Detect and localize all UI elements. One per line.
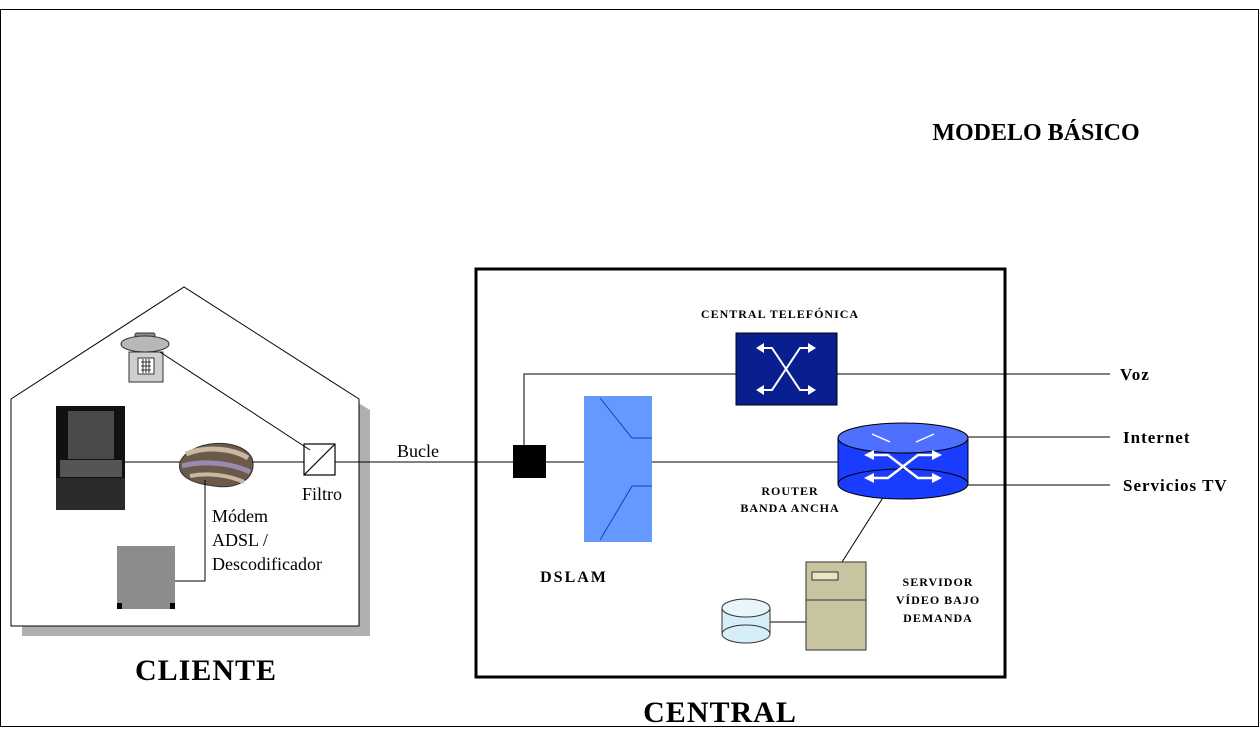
output-voice-label: Voz — [1120, 365, 1150, 384]
modem-label-line2: ADSL / — [212, 530, 268, 550]
filter-label: Filtro — [302, 484, 342, 504]
page-title: MODELO BÁSICO — [932, 120, 1139, 146]
decoder-box-icon — [117, 546, 175, 609]
modem-icon — [179, 443, 254, 488]
central-box — [474, 267, 1007, 679]
disk-storage-icon — [721, 598, 771, 644]
central-label: CENTRAL — [643, 696, 797, 727]
client-label: CLIENTE — [135, 654, 277, 687]
dslam-icon — [584, 396, 652, 542]
dslam-label: DSLAM — [540, 569, 608, 586]
switch-icon — [735, 332, 838, 406]
output-tv-label: Servicios TV — [1123, 476, 1228, 495]
server-label-line2: VÍDEO BAJO — [896, 593, 980, 607]
server-label-line3: DEMANDA — [903, 611, 973, 625]
router-icon — [837, 422, 969, 500]
loop-label: Bucle — [397, 441, 439, 461]
telephone-icon — [120, 332, 170, 383]
server-icon — [805, 561, 867, 651]
central-wiring — [523, 373, 1110, 623]
router-label-line1: ROUTER — [761, 484, 818, 498]
modem-label-line1: Módem — [212, 506, 268, 526]
splitter-icon — [513, 445, 546, 478]
router-label-line2: BANDA ANCHA — [740, 501, 839, 515]
tv-icon — [56, 406, 125, 510]
switch-label: CENTRAL TELEFÓNICA — [701, 307, 859, 321]
client-wiring — [125, 351, 514, 582]
output-internet-label: Internet — [1123, 428, 1190, 447]
modem-label-line3: Descodificador — [212, 554, 322, 574]
server-label-line1: SERVIDOR — [903, 575, 974, 589]
